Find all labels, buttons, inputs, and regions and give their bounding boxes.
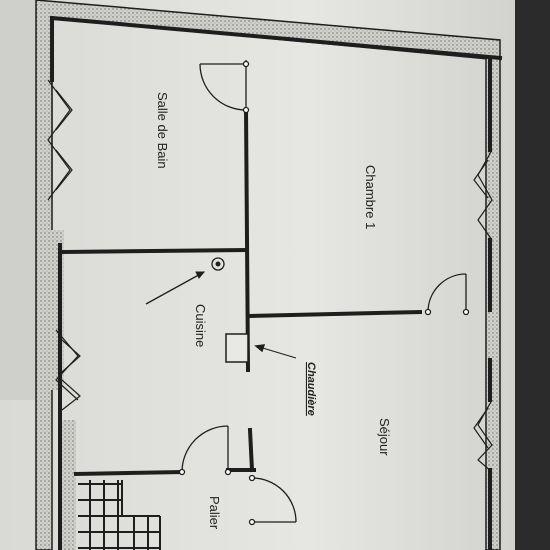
window-icon (473, 149, 493, 473)
boiler-icon (225, 333, 297, 363)
stairs-icon (78, 480, 161, 550)
label-chambre-1: Chambre 1 (363, 165, 378, 229)
interior-walls (49, 15, 503, 550)
label-chaudiere: Chaudière (305, 362, 317, 416)
window-icon (47, 79, 81, 412)
label-salle-de-bain: Salle de Bain (155, 92, 170, 169)
label-cuisine: Cuisine (193, 304, 208, 347)
vent-icon (145, 257, 225, 305)
label-sejour: Séjour (377, 418, 392, 456)
label-palier: Palier (207, 496, 222, 530)
door-swing-icon (178, 60, 470, 526)
